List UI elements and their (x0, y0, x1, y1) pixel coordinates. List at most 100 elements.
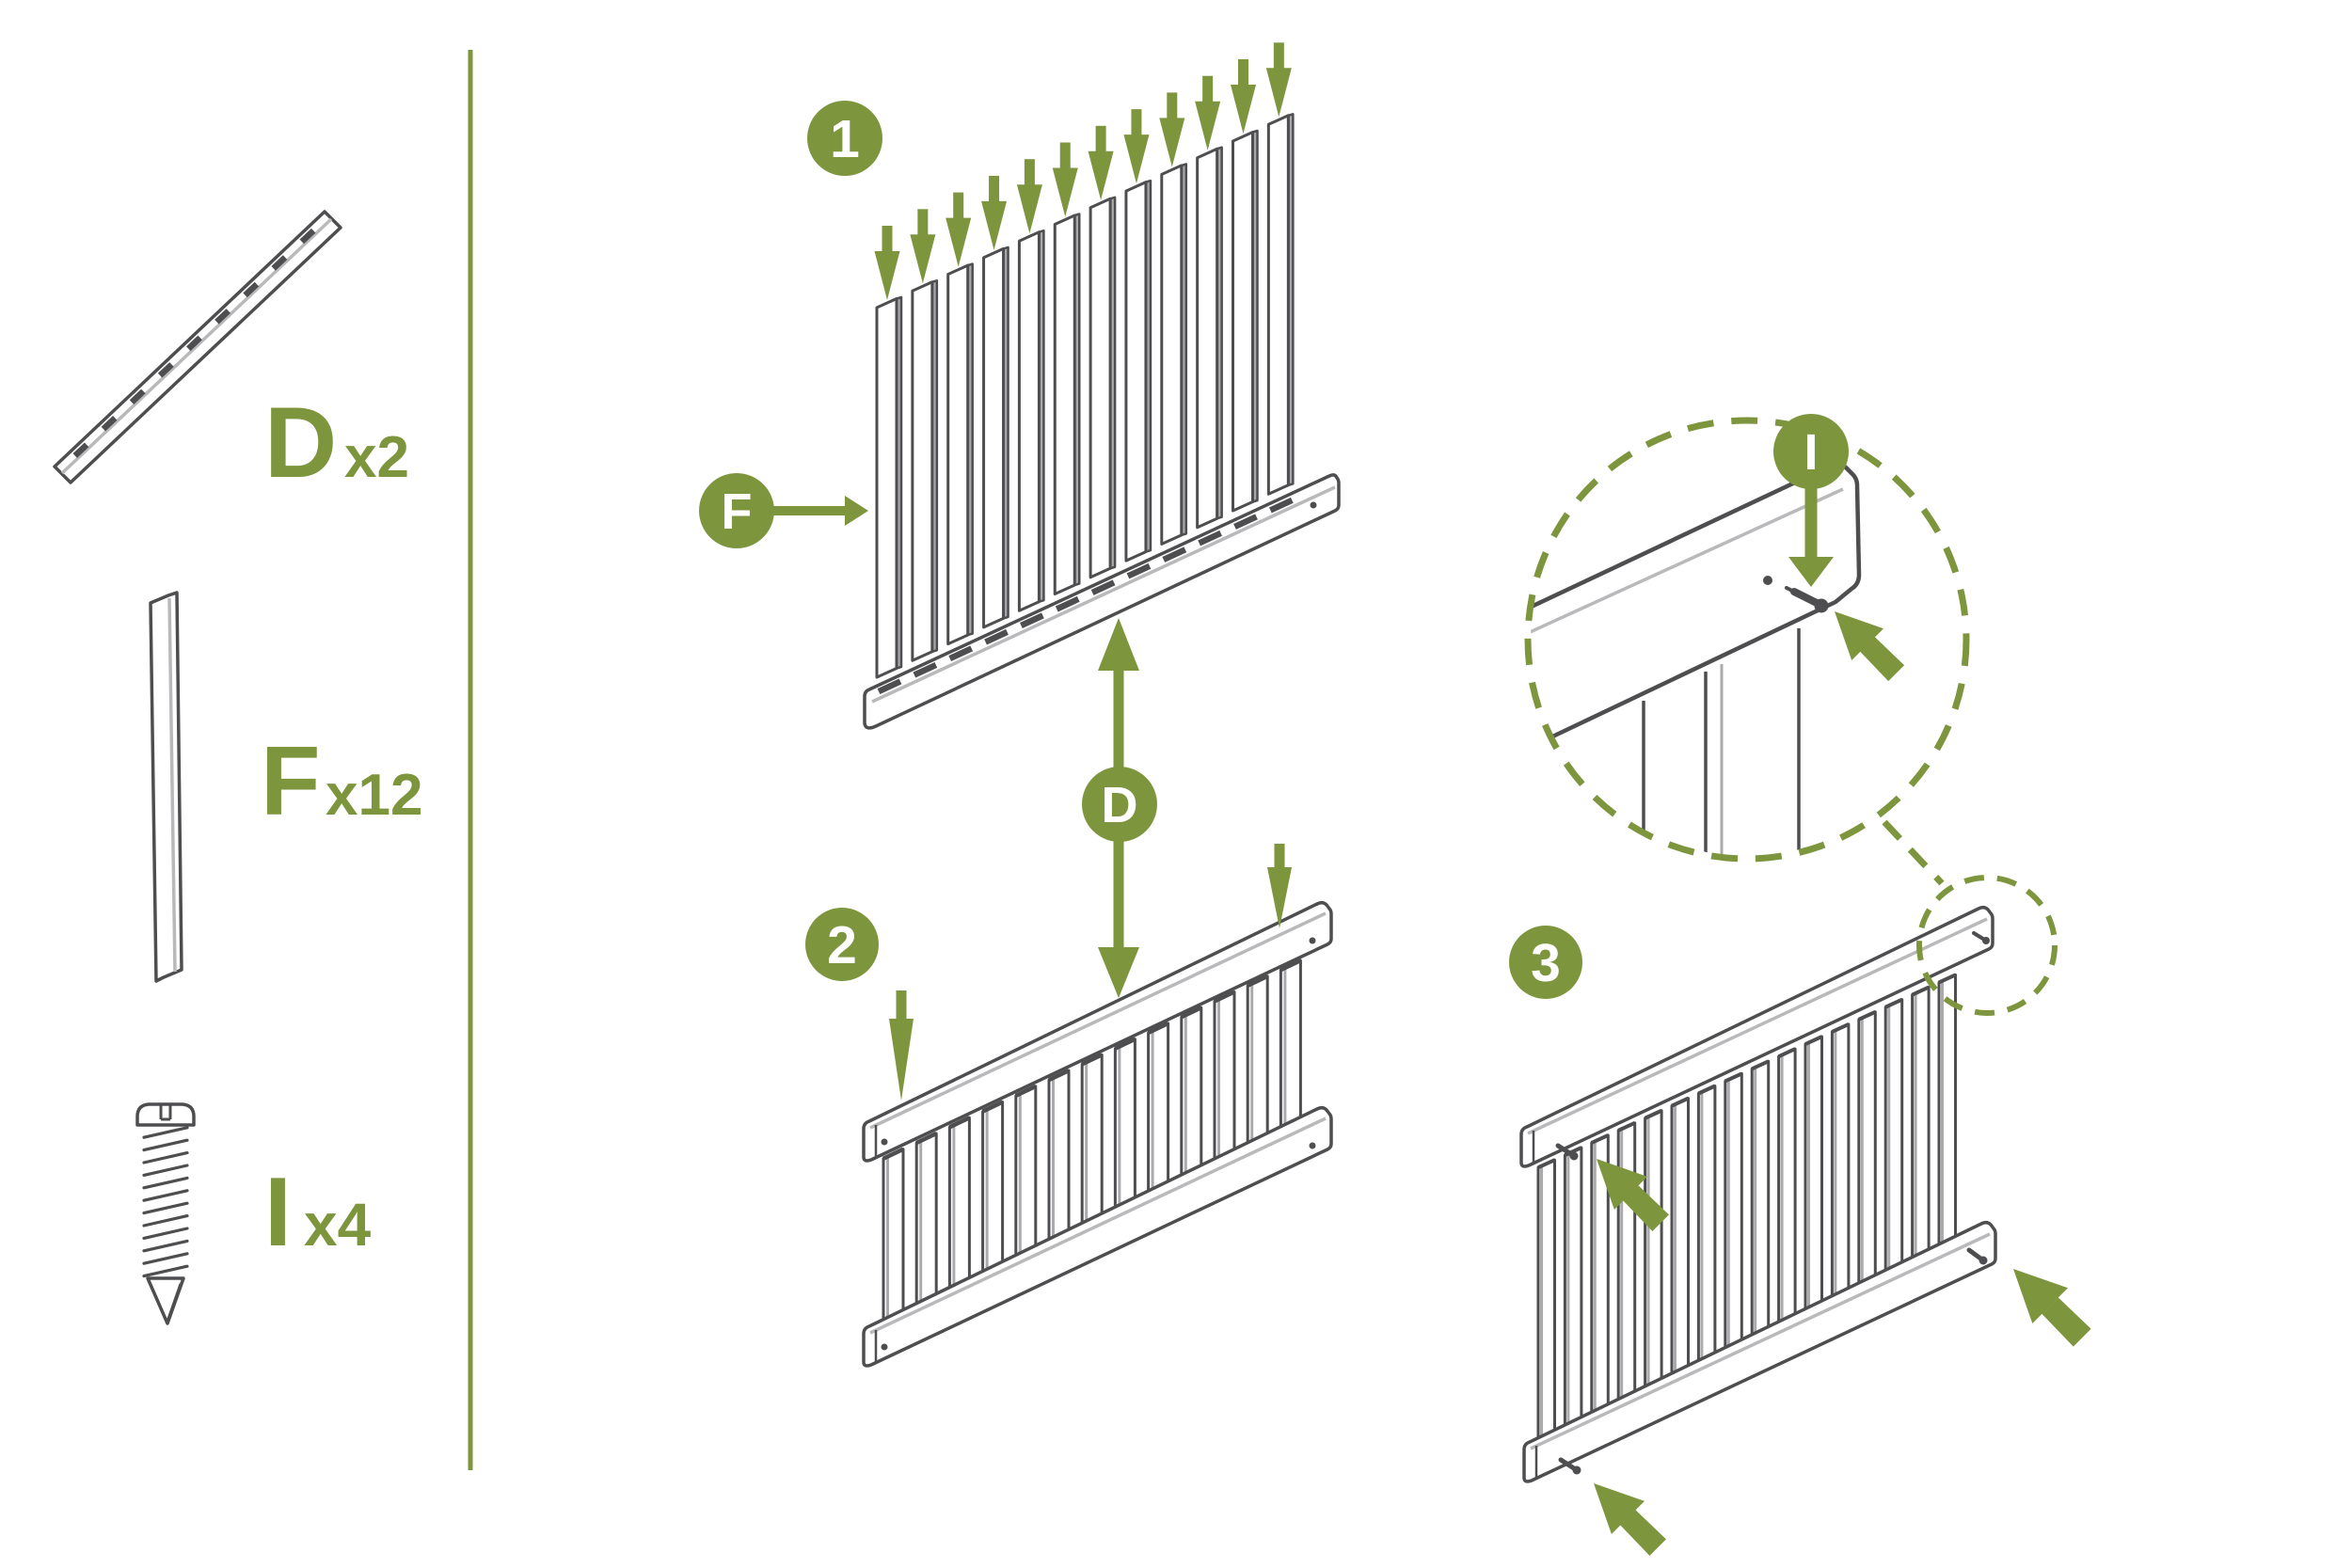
rail-slot (157, 362, 174, 378)
step-2: 2 (805, 844, 1333, 1368)
callout-f-letter: F (722, 483, 753, 540)
down-arrow-head (1123, 135, 1150, 184)
step1-badge (807, 101, 882, 176)
screw-thread (142, 1213, 189, 1227)
slat-top-cap (1751, 1059, 1770, 1071)
press-down-arrow-left (889, 990, 914, 1101)
slat (982, 246, 1006, 629)
screw-hole (1310, 501, 1317, 509)
screw-thread (142, 1176, 189, 1190)
slat-top-cap (1857, 1009, 1877, 1022)
slat-top-cap (1884, 997, 1903, 1009)
part-i-letter: I (264, 1158, 292, 1267)
notched-rail-icon (53, 210, 342, 484)
down-arrow-shaft (1095, 125, 1106, 152)
magnifier-connector (1882, 819, 1945, 886)
screw-thread (142, 1150, 189, 1164)
rail-slot (984, 628, 1009, 645)
slat (1196, 147, 1219, 530)
screw-thread (142, 1138, 189, 1152)
rail-slot (1126, 562, 1152, 579)
slat-top-cap (1214, 990, 1235, 1004)
part-f-qty: x12 (326, 763, 422, 828)
self-drilling-screw-icon (135, 1102, 196, 1325)
down-arrow-head (981, 200, 1008, 250)
slat-top-cap (1617, 1121, 1636, 1132)
pointer-arrow-bottom-left (1594, 1483, 1666, 1556)
slat-top-cap (1590, 1133, 1610, 1145)
pointer-arrow-detail (1835, 611, 1905, 682)
slat-top-cap (1114, 1037, 1136, 1051)
rail-slot (101, 416, 118, 432)
down-arrow-shaft (989, 175, 1000, 202)
rail-slot (1198, 530, 1223, 546)
slat (1017, 230, 1041, 612)
rail-slot (1162, 546, 1187, 562)
slat-top-cap (1804, 1035, 1823, 1046)
step2-number: 2 (827, 915, 857, 975)
slat-top-cap (948, 1116, 971, 1130)
screw-thread (142, 1252, 189, 1265)
slat (1089, 197, 1112, 579)
part-d-qty: x2 (344, 425, 409, 490)
rail-slot (215, 309, 231, 325)
corner-screw-top-right (1972, 931, 1990, 944)
rail-slot (1268, 497, 1294, 514)
slat-top-cap (1014, 1084, 1037, 1098)
step-3: 3 (1509, 875, 2091, 1556)
down-arrow-shaft (1202, 75, 1214, 103)
slat-top-cap (1081, 1053, 1104, 1067)
rail-slot (1055, 595, 1080, 612)
down-arrow-head (1231, 85, 1256, 134)
down-arrow-head (946, 217, 972, 267)
slat-top-cap (1180, 1006, 1202, 1020)
slat-top-cap (1777, 1047, 1796, 1058)
down-arrow-shaft (1024, 159, 1035, 186)
rail-slot (913, 661, 938, 678)
part-i-qty: x4 (304, 1191, 372, 1259)
screw-thread (142, 1227, 189, 1241)
screw-thread (142, 1126, 189, 1139)
pilot-hole (1763, 576, 1772, 585)
rail-slot (271, 255, 288, 271)
step3-top-rail (1519, 905, 1994, 1168)
step1-bottom-rail (863, 473, 1341, 730)
slat-top-cap (1724, 1071, 1743, 1084)
slat-top-cap (1644, 1108, 1662, 1120)
slat (1160, 164, 1184, 546)
callout-d: D (1082, 618, 1157, 998)
slat (911, 280, 934, 662)
down-arrow-head (1195, 101, 1221, 150)
down-arrow-head (1088, 150, 1114, 200)
pointer-arrow-bottom-right (2013, 1269, 2091, 1347)
slat-top-cap (1671, 1096, 1690, 1108)
slat (1124, 181, 1148, 562)
part-f-letter: F (261, 727, 321, 836)
screw-thread (142, 1201, 189, 1215)
down-arrow-head (1265, 68, 1292, 118)
step3-badge (1509, 926, 1582, 999)
step2-top-rail (862, 900, 1333, 1163)
slat (1266, 114, 1290, 496)
step1-number: 1 (830, 109, 860, 169)
rail-slot (186, 335, 202, 352)
down-arrow-head (874, 251, 900, 300)
screw-thread (142, 1264, 189, 1278)
slat-top-cap (1938, 973, 1957, 985)
parts-legend: D x2 F x12 I x4 (53, 50, 473, 1470)
magnifier-source-circle (1916, 875, 2058, 1016)
screw-thread (142, 1239, 189, 1253)
insert-down-arrows (874, 42, 1292, 300)
callout-f: F (699, 473, 868, 548)
slat-top-cap (981, 1100, 1004, 1114)
down-arrow-head (1159, 118, 1185, 167)
rail-slot (1233, 514, 1258, 530)
down-arrow-shaft (1273, 42, 1284, 70)
down-arrow-shaft (882, 226, 893, 252)
slat-icon (149, 591, 183, 983)
slat-top-cap (1831, 1022, 1850, 1034)
step1-slats (875, 113, 1295, 679)
down-arrow-head (1016, 184, 1042, 234)
